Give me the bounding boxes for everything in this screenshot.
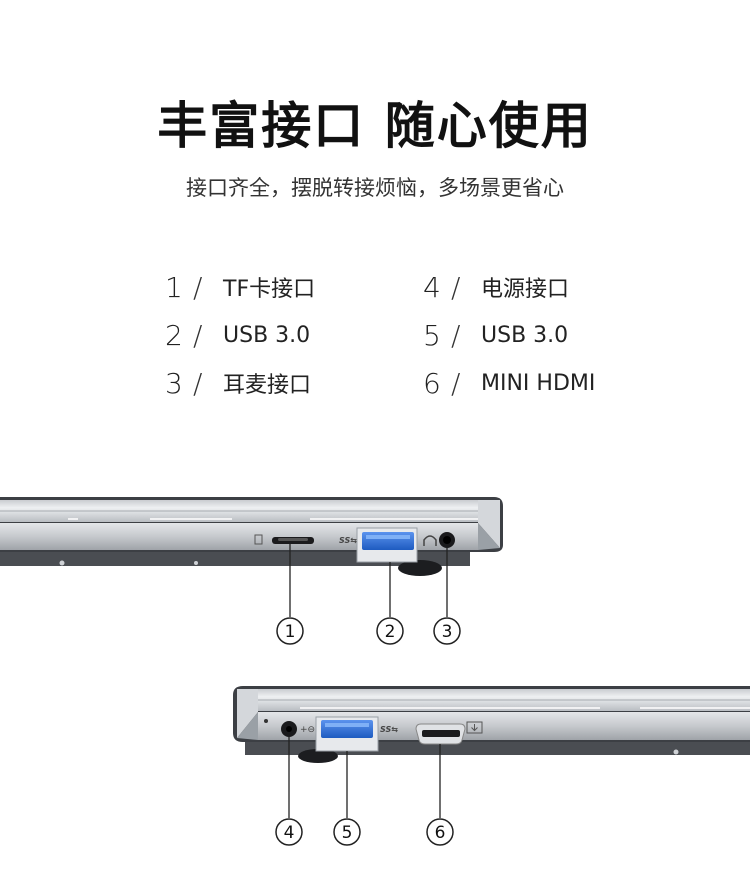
port-item-4: 4 / 电源接口: [423, 267, 569, 307]
callout-number: 1: [285, 622, 296, 642]
callout-number: 6: [435, 823, 446, 843]
port-item-5: 5 / USB 3.0: [423, 315, 568, 355]
laptop-left-side: SS⇆: [0, 497, 503, 617]
callout-3: 3: [433, 617, 461, 645]
port-label: TF卡接口: [223, 277, 316, 302]
callout-number: 5: [342, 823, 353, 843]
callout-6: 6: [426, 818, 454, 846]
usb-port-2: SS⇆: [339, 527, 418, 563]
callout-5: 5: [333, 818, 361, 846]
port-separator: /: [451, 270, 461, 304]
port-item-2: 2 / USB 3.0: [165, 315, 310, 355]
port-number: 5: [423, 318, 441, 352]
port-number: 1: [165, 270, 183, 304]
port-label: 电源接口: [481, 277, 570, 302]
port-label: USB 3.0: [481, 322, 569, 348]
callout-4: 4: [275, 818, 303, 846]
mini-hdmi-port: [415, 721, 483, 745]
port-list: 1 / TF卡接口 2 / USB 3.0 3 / 耳麦接口 4 / 电源接口 …: [0, 265, 750, 405]
power-led: [264, 719, 268, 723]
port-number: 6: [423, 366, 441, 400]
port-number: 2: [165, 318, 183, 352]
dc-power-icon: +⊖-: [300, 725, 318, 735]
tf-card-icon: [254, 534, 263, 545]
port-number: 3: [165, 366, 183, 400]
display-output-icon: [466, 721, 483, 734]
headphone-icon: [423, 535, 437, 546]
page-subtitle: 接口齐全，摆脱转接烦恼，多场景更省心: [186, 176, 564, 200]
port-separator: /: [193, 318, 203, 352]
port-label: MINI HDMI: [481, 370, 596, 396]
port-separator: /: [193, 366, 203, 400]
power-jack: +⊖-: [281, 721, 318, 737]
port-label: USB 3.0: [223, 322, 311, 348]
ss-usb-icon: SS⇆: [339, 536, 357, 545]
port-item-3: 3 / 耳麦接口: [165, 363, 311, 403]
port-item-6: 6 / MINI HDMI: [423, 363, 595, 403]
callout-2: 2: [376, 617, 404, 645]
audio-jack: [423, 532, 455, 548]
tf-card-slot: [254, 534, 314, 545]
port-separator: /: [451, 366, 461, 400]
port-label: 耳麦接口: [223, 373, 312, 398]
callout-1: 1: [276, 617, 304, 645]
page-title: 丰富接口 随心使用: [157, 97, 593, 155]
callout-number: 4: [284, 823, 295, 843]
port-item-1: 1 / TF卡接口: [165, 267, 315, 307]
port-number: 4: [423, 270, 441, 304]
port-separator: /: [451, 318, 461, 352]
callout-number: 2: [385, 622, 396, 642]
laptop-right-side: +⊖- SS⇆: [233, 686, 750, 818]
callout-number: 3: [442, 622, 453, 642]
usb-port-5: SS⇆: [315, 716, 398, 752]
port-separator: /: [193, 270, 203, 304]
ss-usb-icon: SS⇆: [380, 725, 398, 734]
